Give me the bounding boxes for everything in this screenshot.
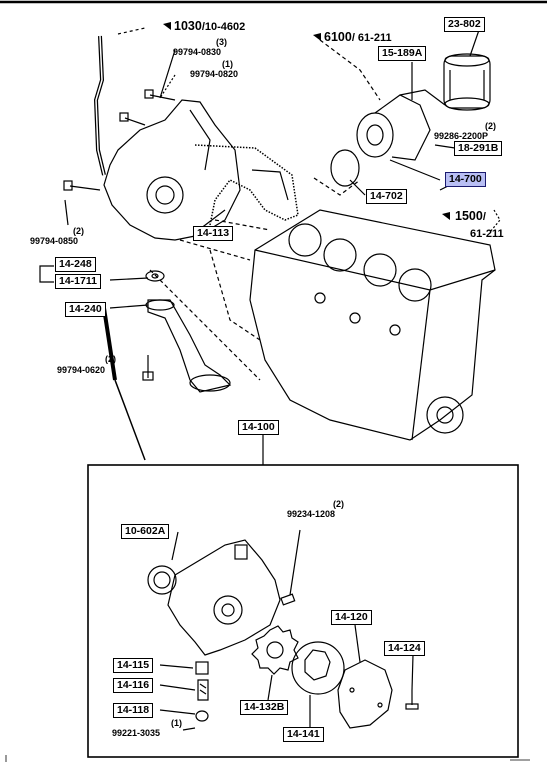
part-box-14-248[interactable]: 14-248 [55,257,96,272]
qty-99794-0620: (2) [105,354,116,364]
oil-pump-enclosure [87,464,519,758]
part-box-14-115[interactable]: 14-115 [113,658,154,673]
ref-1500-label[interactable]: 1500/ [455,209,486,223]
part-99221-3035[interactable]: 99221-3035 [112,728,161,738]
ref-1500-sublabel: 61-211 [470,228,504,240]
part-box-15-189a[interactable]: 15-189A [378,46,427,61]
ref-6100-label[interactable]: 6100/ 61-211 [324,30,392,44]
oil-pump-body [167,539,281,656]
part-box-14-141[interactable]: 14-141 [283,727,324,742]
part-99794-0820[interactable]: 99794-0820 [190,69,239,79]
part-99794-0830[interactable]: 99794-0830 [173,47,222,57]
part-box-14-702[interactable]: 14-702 [366,189,407,204]
part-box-10-602a[interactable]: 10-602A [121,524,170,539]
part-box-14-113[interactable]: 14-113 [193,226,234,241]
part-box-14-120[interactable]: 14-120 [331,610,372,625]
part-box-14-124[interactable]: 14-124 [384,641,425,656]
qty-99286-2200p: (2) [485,121,496,131]
part-box-14-132b[interactable]: 14-132B [240,700,289,715]
part-box-23-802[interactable]: 23-802 [444,17,485,32]
ref-1030-label[interactable]: 1030/10-4602 [174,19,246,33]
qty-99221-3035: (1) [171,718,182,728]
engine-block [249,209,496,441]
part-99794-0850[interactable]: 99794-0850 [30,236,79,246]
part-99234-1208[interactable]: 99234-1208 [287,509,336,519]
qty-99794-0820: (1) [222,59,233,69]
part-box-14-116[interactable]: 14-116 [113,678,154,693]
part-99794-0620[interactable]: 99794-0620 [57,365,106,375]
part-box-14-240[interactable]: 14-240 [65,302,106,317]
part-box-14-1711[interactable]: 14-1711 [55,274,101,289]
qty-99234-1208: (2) [333,499,344,509]
qty-99794-0830: (3) [216,37,227,47]
part-box-14-118[interactable]: 14-118 [113,703,154,718]
part-box-14-100[interactable]: 14-100 [238,420,279,435]
part-box-18-291b[interactable]: 18-291B [454,141,503,156]
part-box-14-700[interactable]: 14-700 [445,172,486,187]
part-99286-2200p[interactable]: 99286-2200P [434,131,489,141]
front-cover [103,99,241,241]
qty-99794-0850: (2) [73,226,84,236]
